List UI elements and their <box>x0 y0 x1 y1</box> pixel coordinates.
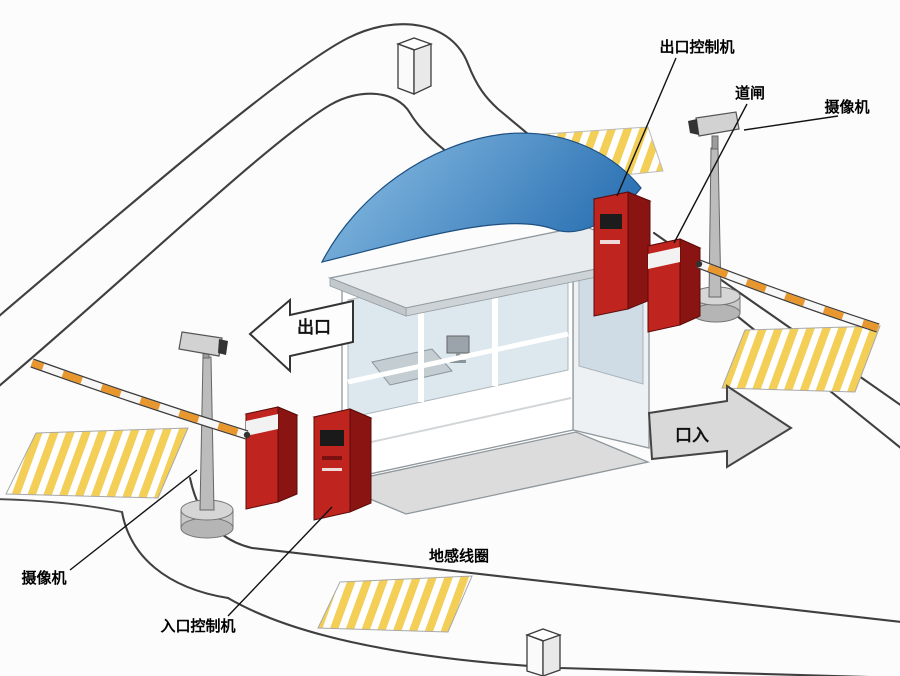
callout-exit-controller <box>616 57 677 197</box>
label-exit-controller: 出口控制机 <box>659 38 734 56</box>
guard-booth <box>327 225 663 515</box>
callout-camera-left <box>69 469 198 571</box>
exit-barrier-arm <box>695 259 880 333</box>
booth-roof-edge-left <box>329 277 407 317</box>
camera-left-head <box>178 331 223 357</box>
ground-loops <box>5 325 881 633</box>
text-labels: 出口控制机 道闸 摄像机 摄像机 入口控制机 地感线圈 出口 口入 <box>21 38 869 635</box>
label-entry-controller: 入口控制机 <box>160 617 235 635</box>
label-exit-direction: 出口 <box>297 317 331 337</box>
canopy-group <box>320 126 664 263</box>
booth-monitor <box>446 335 470 354</box>
callout-camera-right <box>743 115 839 131</box>
road-edge-top-outer <box>0 23 602 317</box>
ground-loop-bottom <box>317 575 473 633</box>
exit-direction-arrow <box>248 297 354 374</box>
ground-loop-right <box>721 325 881 393</box>
entry-direction-arrow <box>647 384 793 469</box>
entry-control-machine <box>312 408 373 521</box>
entry-barrier-arm <box>30 358 251 440</box>
callout-lines <box>69 57 839 617</box>
camera-left-pole <box>199 356 215 511</box>
label-camera-left: 摄像机 <box>21 569 66 587</box>
exit-barrier-gate <box>646 238 880 333</box>
entry-barrier-gate <box>30 358 299 510</box>
label-ground-loop: 地感线圈 <box>429 547 489 565</box>
label-entry-direction: 口入 <box>675 426 709 445</box>
booth-base <box>331 431 651 515</box>
camera-left-lens <box>218 339 228 355</box>
callout-entry-controller <box>227 506 333 617</box>
road-edge-bottom-outer <box>226 596 870 676</box>
canopy <box>320 132 642 263</box>
camera-left <box>178 331 234 539</box>
label-camera-right: 摄像机 <box>824 98 869 116</box>
road-edge-bottom-inner <box>250 546 900 623</box>
bollard-top <box>396 37 433 96</box>
entry-machine-display <box>320 430 344 446</box>
road-edge-left-lane <box>0 498 123 513</box>
exit-machine-display <box>600 214 622 229</box>
bollard-bottom <box>525 628 562 676</box>
road-edge-top-inner <box>0 92 464 387</box>
label-barrier-gate: 道闸 <box>735 84 765 102</box>
exit-control-machine <box>592 191 652 317</box>
camera-right-lens <box>688 119 699 135</box>
ground-loop-left <box>5 427 189 499</box>
callout-barrier-gate <box>673 103 748 244</box>
camera-right <box>688 111 741 323</box>
